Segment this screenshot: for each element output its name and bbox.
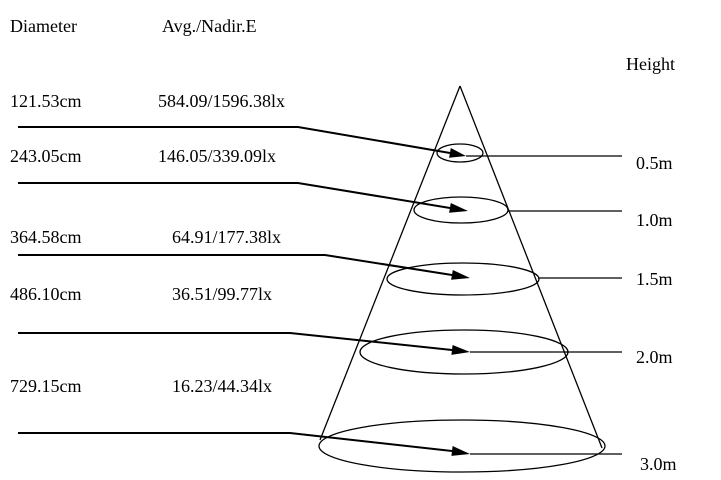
illuminance-value: 584.09/1596.38lx xyxy=(158,91,285,111)
arrow-head xyxy=(449,148,466,158)
pointer-arrow xyxy=(18,182,451,209)
cone-right-edge xyxy=(459,85,603,449)
beam-ellipse xyxy=(436,143,484,163)
diameter-value: 729.15cm xyxy=(10,376,82,396)
diameter-value: 364.58cm xyxy=(10,227,82,247)
beam-ellipse xyxy=(386,262,540,296)
diameter-value: 243.05cm xyxy=(10,146,82,166)
illuminance-value: 16.23/44.34lx xyxy=(172,376,272,396)
beam-ellipse xyxy=(413,196,509,224)
pointer-arrow xyxy=(18,332,453,351)
height-label: 1.0m xyxy=(636,210,673,230)
pointer-arrow xyxy=(18,254,453,276)
arrow-head xyxy=(451,345,470,355)
diameter-value: 121.53cm xyxy=(10,91,82,111)
diameter-header: Diameter xyxy=(10,16,77,36)
cone-left-edge xyxy=(319,85,461,441)
light-cone xyxy=(319,85,603,449)
arrow-head xyxy=(449,203,468,213)
illuminance-value: 146.05/339.09lx xyxy=(158,146,276,166)
height-label: 2.0m xyxy=(636,347,673,367)
diameter-value: 486.10cm xyxy=(10,284,82,304)
arrow-head xyxy=(451,446,470,456)
height-label: 0.5m xyxy=(636,153,673,173)
pointer-arrow xyxy=(18,126,451,154)
measurement-row-1-0m: 243.05cm 146.05/339.09lx 1.0m xyxy=(10,146,673,230)
measurement-row-0-5m: 121.53cm 584.09/1596.38lx 0.5m xyxy=(10,91,673,173)
measurement-row-1-5m: 364.58cm 64.91/177.38lx 1.5m xyxy=(10,227,673,296)
beam-ellipse xyxy=(318,419,606,473)
arrow-head xyxy=(451,270,470,280)
height-header: Height xyxy=(626,54,675,74)
illuminance-header: Avg./Nadir.E xyxy=(162,16,257,36)
height-label: 1.5m xyxy=(636,269,673,289)
illuminance-value: 64.91/177.38lx xyxy=(172,227,281,247)
measurement-row-3-0m: 729.15cm 16.23/44.34lx 3.0m xyxy=(10,376,677,474)
height-label: 3.0m xyxy=(640,454,677,474)
illuminance-value: 36.51/99.77lx xyxy=(172,284,272,304)
pointer-arrow xyxy=(18,432,453,452)
measurement-row-2-0m: 486.10cm 36.51/99.77lx 2.0m xyxy=(10,284,673,375)
